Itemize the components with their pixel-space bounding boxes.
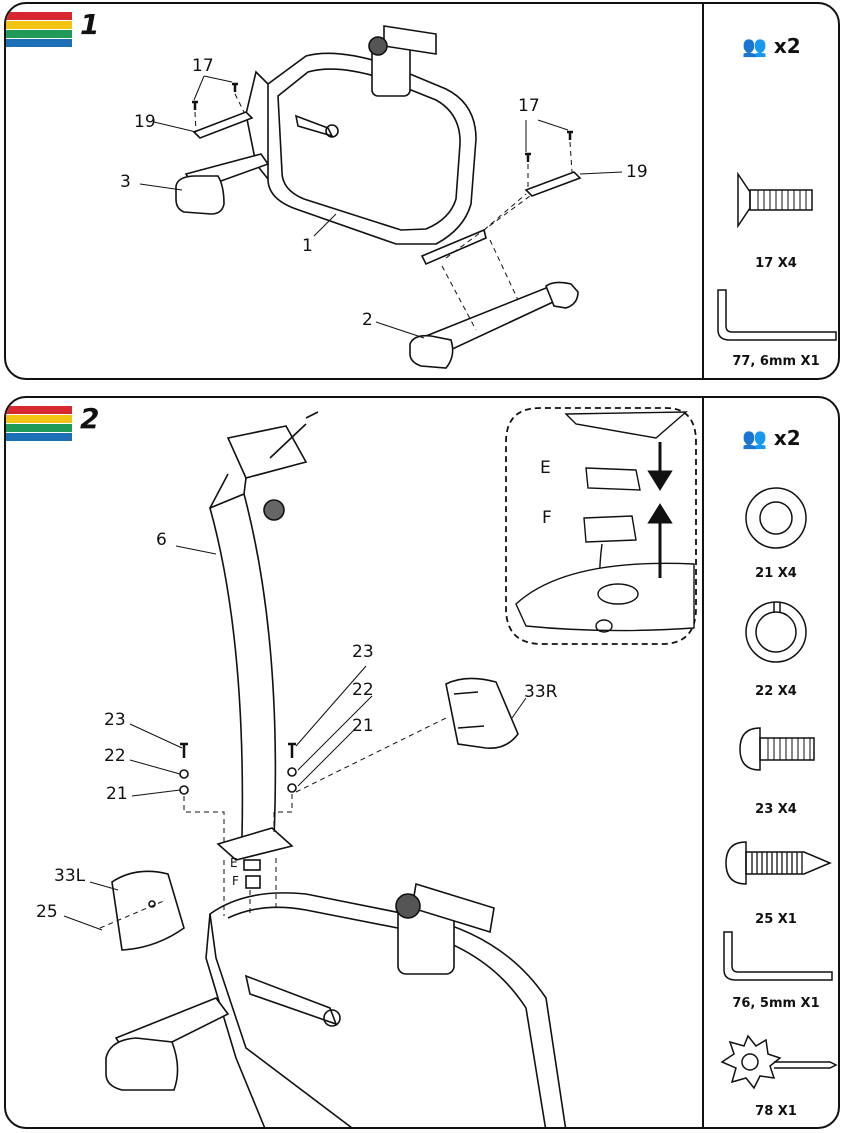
panel-divider: [702, 4, 704, 378]
hardware-label: 22 X4: [755, 684, 797, 699]
allen-key-icon: [723, 931, 833, 981]
hardware-label: 25 X1: [755, 912, 797, 927]
callout-f: F: [542, 508, 552, 528]
callout-6: 6: [156, 530, 167, 550]
people-icon: 👥: [742, 34, 767, 58]
callout-f-small: F: [232, 874, 239, 888]
callout-19: 19: [626, 162, 648, 182]
hardware-label: 17 X4: [755, 256, 797, 271]
callout-33l: 33L: [54, 866, 86, 886]
callout-17: 17: [192, 56, 214, 76]
callout-23: 23: [352, 642, 374, 662]
step-1-panel: 1: [4, 2, 840, 380]
step-number: 1: [80, 8, 100, 41]
callout-3: 3: [120, 172, 131, 192]
callout-22: 22: [104, 746, 126, 766]
callout-2: 2: [362, 310, 373, 330]
callout-e-small: E: [230, 856, 238, 870]
bike-base-illustration: [139, 25, 623, 369]
callout-17: 17: [518, 96, 540, 116]
callout-21: 21: [352, 716, 374, 736]
panel-divider: [702, 398, 704, 1127]
wrench-icon: [720, 1034, 838, 1090]
persons-required: 👥 x2: [742, 426, 801, 450]
callout-1: 1: [302, 236, 313, 256]
color-stripes: [6, 406, 72, 441]
hardware-label: 76, 5mm X1: [732, 996, 820, 1011]
handlebar-post-illustration: [63, 407, 697, 1127]
callout-21: 21: [106, 784, 128, 804]
persons-required: 👥 x2: [742, 34, 801, 58]
hardware-label: 78 X1: [755, 1104, 797, 1119]
callout-e: E: [540, 458, 551, 478]
callout-19: 19: [134, 112, 156, 132]
washer-icon: [745, 487, 807, 549]
screw-icon: [725, 841, 832, 885]
callout-33r: 33R: [524, 682, 558, 702]
color-stripes: [6, 12, 72, 47]
hardware-label: 21 X4: [755, 566, 797, 581]
people-icon: 👥: [742, 426, 767, 450]
allen-key-icon: [717, 289, 837, 341]
callout-22: 22: [352, 680, 374, 700]
split-washer-icon: [745, 601, 807, 663]
hardware-label: 23 X4: [755, 802, 797, 817]
step-2-panel: 2: [4, 396, 840, 1129]
step-number: 2: [80, 402, 100, 435]
bolt-icon: [737, 172, 813, 228]
bolt-icon: [739, 727, 815, 771]
callout-25: 25: [36, 902, 58, 922]
callout-23: 23: [104, 710, 126, 730]
hardware-label: 77, 6mm X1: [732, 354, 820, 369]
